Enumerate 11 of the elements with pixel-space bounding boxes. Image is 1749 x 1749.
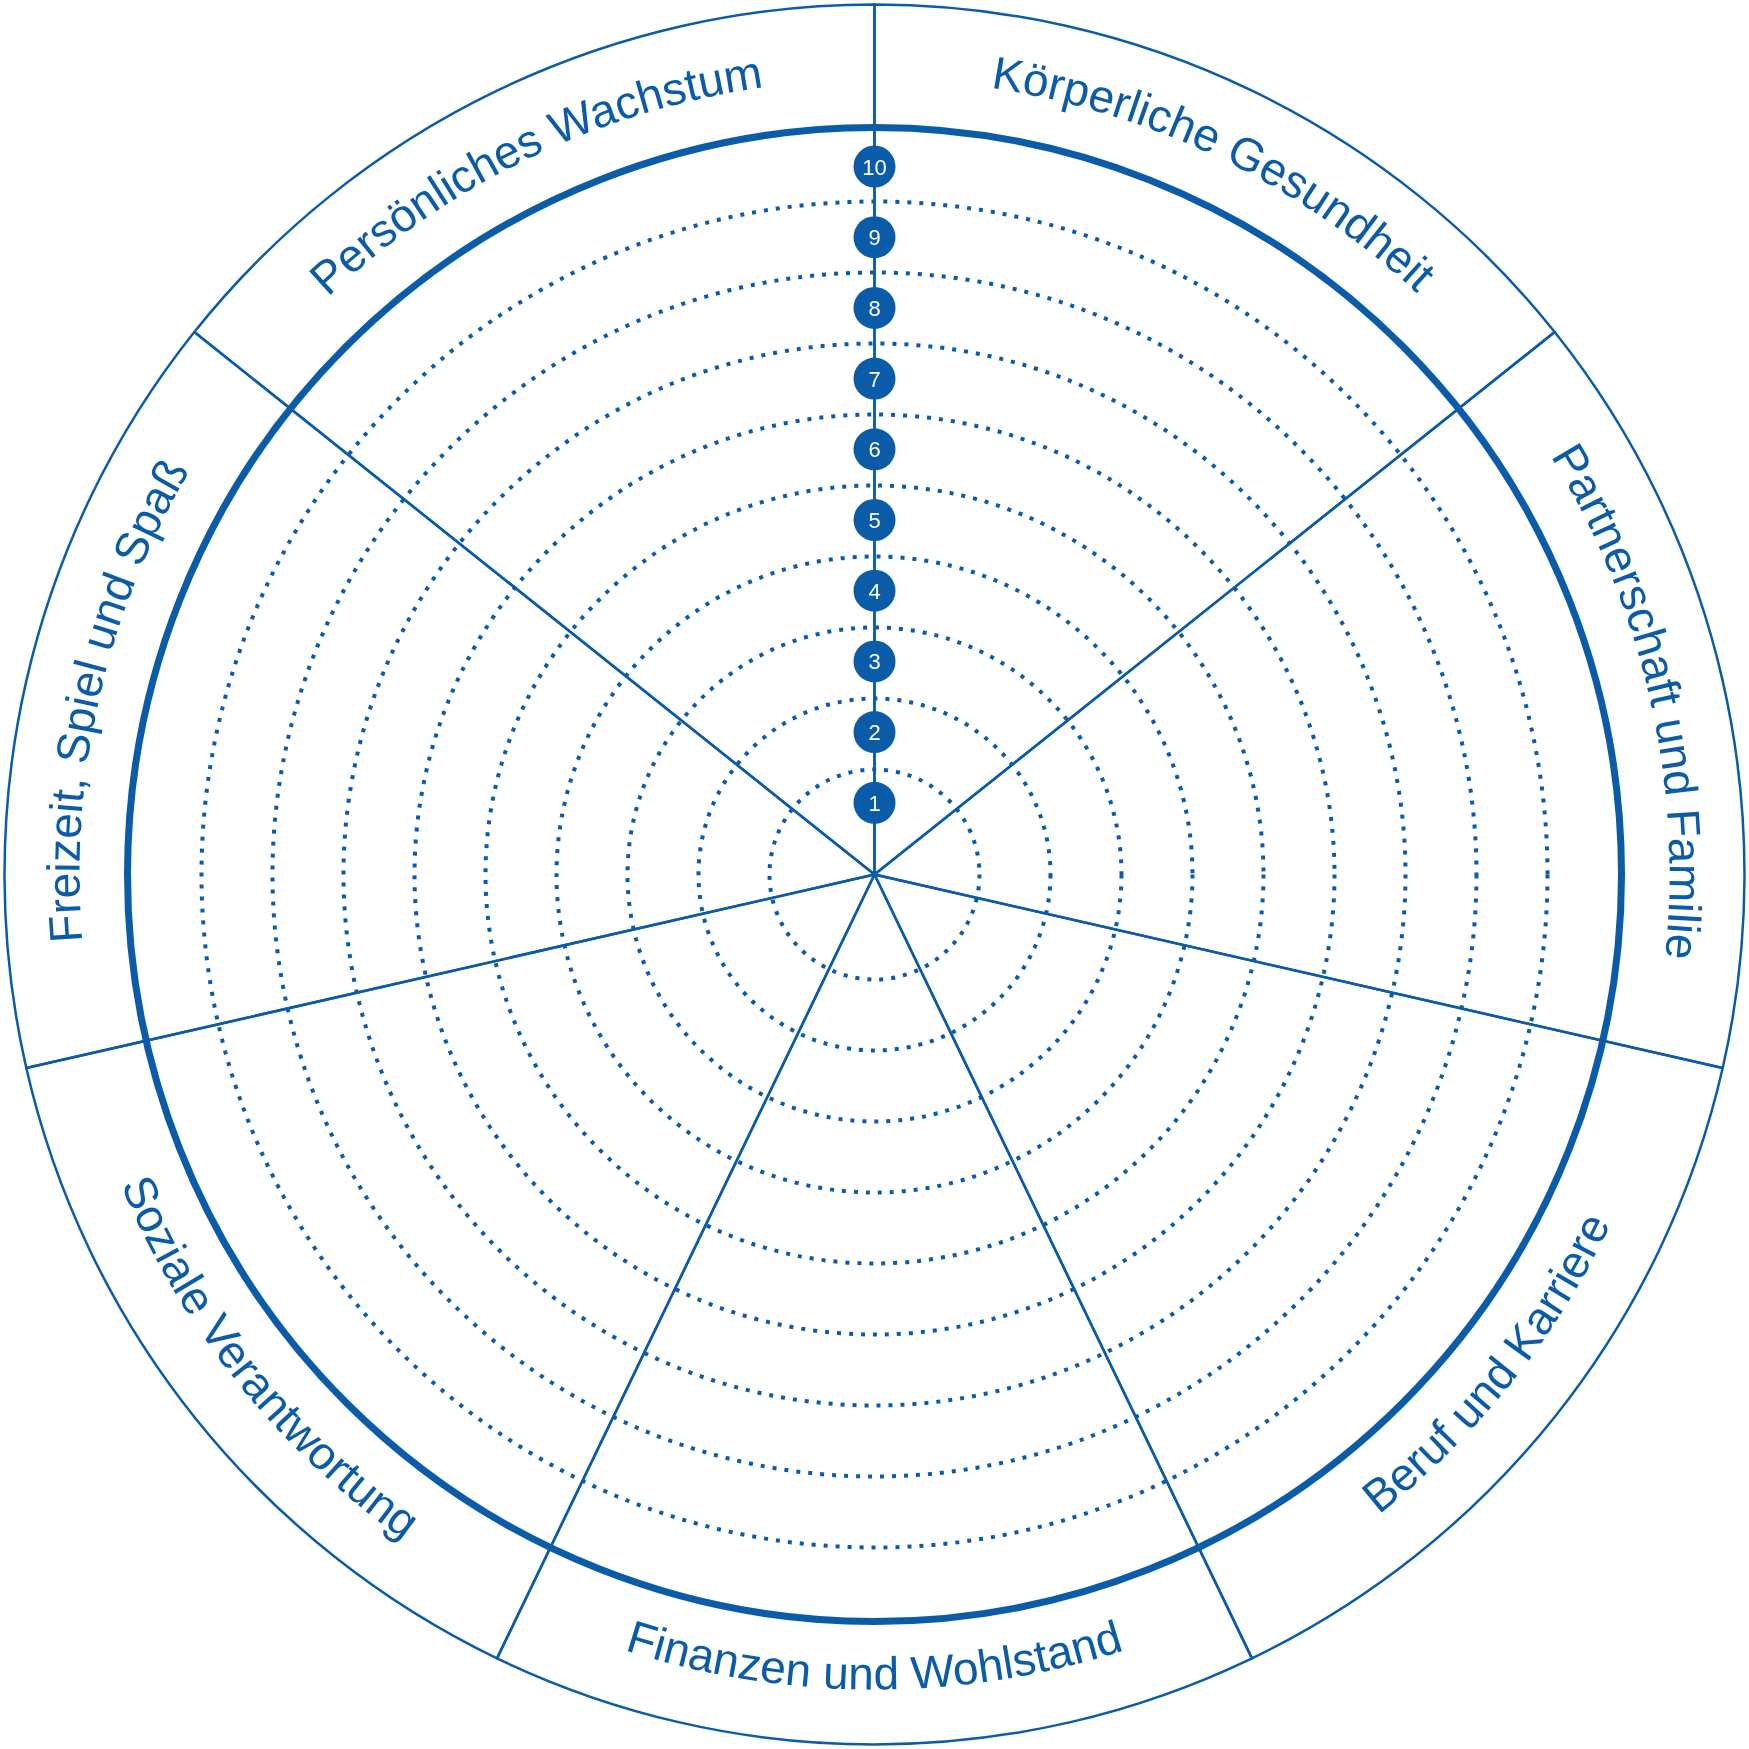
scale-marker: 6 bbox=[853, 428, 896, 471]
scale-marker: 2 bbox=[853, 711, 896, 754]
scale-marker: 3 bbox=[853, 640, 896, 683]
scale-marker: 7 bbox=[853, 357, 896, 400]
scale-marker: 5 bbox=[853, 499, 896, 541]
scale-marker: 9 bbox=[853, 216, 896, 259]
scale-marker: 10 bbox=[853, 145, 896, 188]
scale-marker: 4 bbox=[853, 569, 896, 612]
sector-label: Finanzen und Wohlstand bbox=[621, 1610, 1128, 1700]
scale-marker: 8 bbox=[853, 286, 896, 329]
scale-marker: 1 bbox=[853, 781, 896, 824]
